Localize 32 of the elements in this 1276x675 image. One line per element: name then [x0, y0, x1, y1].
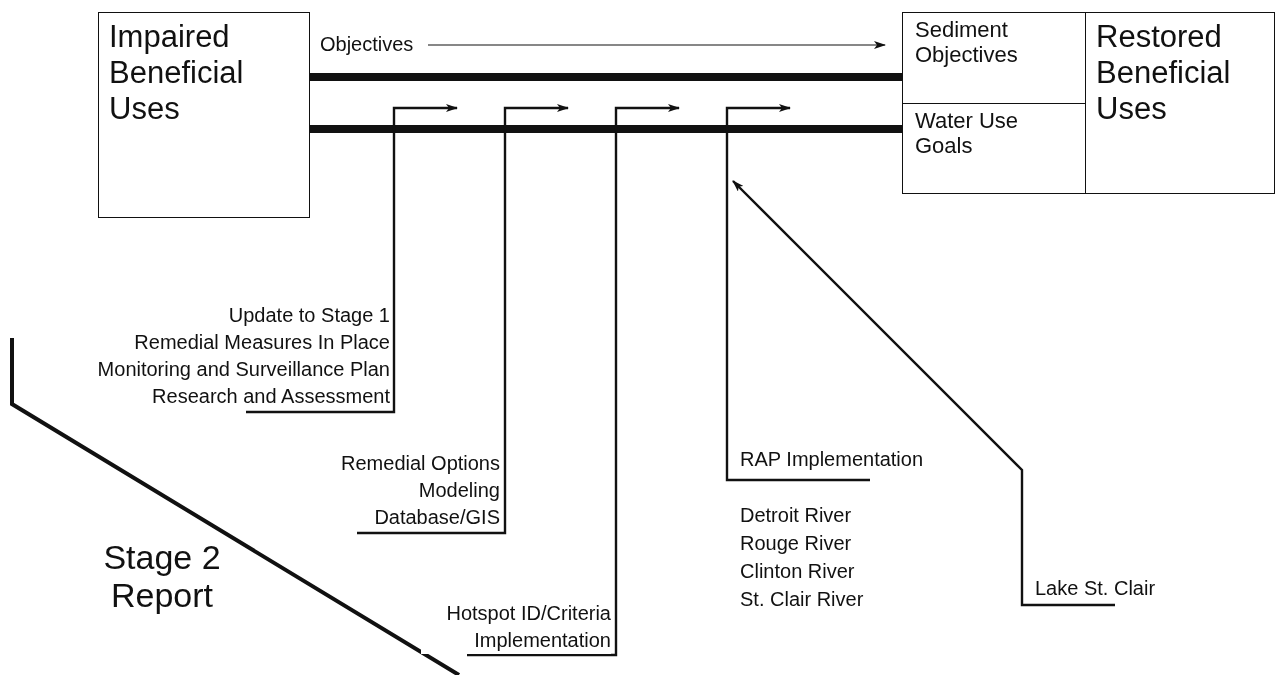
arrow — [357, 104, 569, 535]
arrow — [732, 180, 1115, 607]
item-text: Lake St. Clair — [1035, 577, 1156, 599]
process-box — [902, 103, 1086, 194]
arrow — [467, 104, 680, 657]
process-box — [902, 12, 1086, 104]
thick-line — [310, 125, 902, 133]
river-label: Detroit River — [740, 504, 852, 526]
arrow — [725, 104, 870, 482]
item-text: Monitoring and Surveillance Plan — [97, 358, 390, 380]
river-label: Clinton River — [740, 560, 855, 582]
arrow — [246, 104, 458, 414]
thick-line — [310, 73, 902, 81]
process-box — [1085, 12, 1275, 194]
arrow — [427, 41, 886, 49]
stage-label: Stage 2 Report — [103, 538, 221, 614]
river-label: St. Clair River — [740, 588, 864, 610]
box-label: Water Use Goals — [915, 108, 1019, 158]
item-text: Objectives — [320, 33, 414, 55]
item-text: Update to Stage 1 — [228, 304, 390, 326]
item-text: RAP Implementation — [740, 448, 924, 470]
box-label: Impaired Beneficial Uses — [109, 19, 244, 126]
item-text: Hotspot ID/Criteria Implementation — [446, 602, 611, 651]
process-box — [98, 12, 310, 218]
item-text: Database/GIS — [374, 506, 500, 528]
item-text: Remedial Measures In Place — [134, 331, 390, 353]
river-label: Rouge River — [740, 532, 852, 554]
box-label: Sediment Objectives — [915, 17, 1018, 67]
item-text: Remedial Options — [341, 452, 500, 474]
item-text: Research and Assessment — [152, 385, 390, 407]
item-text: Modeling — [418, 479, 500, 501]
box-label: Restored Beneficial Uses — [1096, 19, 1231, 126]
